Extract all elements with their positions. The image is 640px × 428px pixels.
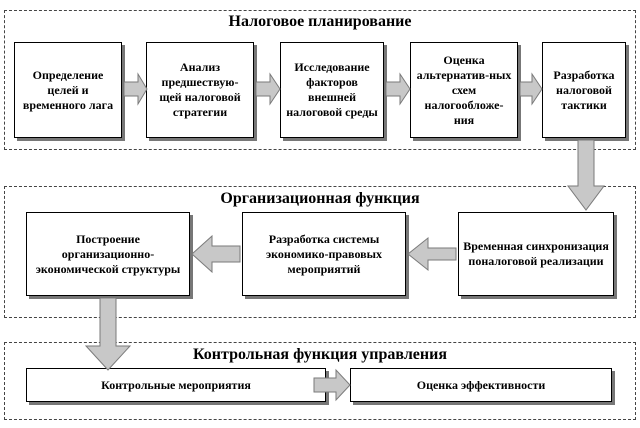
box-synchronization: Временная синхронизация поналоговой реал… [458,212,614,296]
box-goals: Определение целей и временного лага [14,42,122,138]
arrow-system-to-structure [191,234,241,274]
box-alternatives-text: Оценка альтернатив-ных схем налогообложе… [416,52,512,127]
box-sync-text: Временная синхронизация поналоговой реал… [463,239,609,268]
box-control-measures-text: Контрольные мероприятия [101,377,251,392]
arrow-factors-to-alternatives [385,72,411,106]
box-structure: Построение организационно-экономической … [26,212,190,296]
box-tactics-text: Разработка налоговой тактики [553,67,615,112]
arrow-sync-to-system [407,236,457,272]
box-system-development: Разработка системы экономико-правовых ме… [242,212,406,296]
arrow-alternatives-to-tactics [519,72,543,106]
box-control-measures: Контрольные мероприятия [26,368,326,402]
section-organizational-function: Организационная функция [4,186,636,318]
box-external-factors: Исследование факторов внешней налоговой … [280,42,384,138]
arrow-tactics-to-sync [567,139,605,211]
box-analysis: Анализ предшествую-щей налоговой стратег… [146,42,254,138]
box-efficiency: Оценка эффективности [350,368,612,402]
section-title-control: Контрольная функция управления [193,346,447,363]
arrow-analysis-to-factors [255,72,281,106]
box-tactics: Разработка налоговой тактики [542,42,626,138]
section-control-function: Контрольная функция управления [4,342,636,420]
section-tax-planning: Налоговое планирование [4,10,636,150]
box-factors-text: Исследование факторов внешней налоговой … [286,60,378,119]
box-goals-text: Определение целей и временного лага [22,67,114,112]
arrow-goals-to-analysis [123,72,148,106]
box-analysis-text: Анализ предшествую-щей налоговой стратег… [159,60,241,119]
box-system-text: Разработка системы экономико-правовых ме… [265,231,382,276]
box-efficiency-text: Оценка эффективности [416,377,546,392]
section-title-tax-planning: Налоговое планирование [228,13,412,30]
section-title-organizational: Организационная функция [220,190,420,207]
arrow-structure-to-control [84,297,132,371]
box-alternatives: Оценка альтернатив-ных схем налогообложе… [410,42,518,138]
arrow-control-to-efficiency [313,368,351,402]
box-structure-text: Построение организационно-экономической … [35,231,181,276]
